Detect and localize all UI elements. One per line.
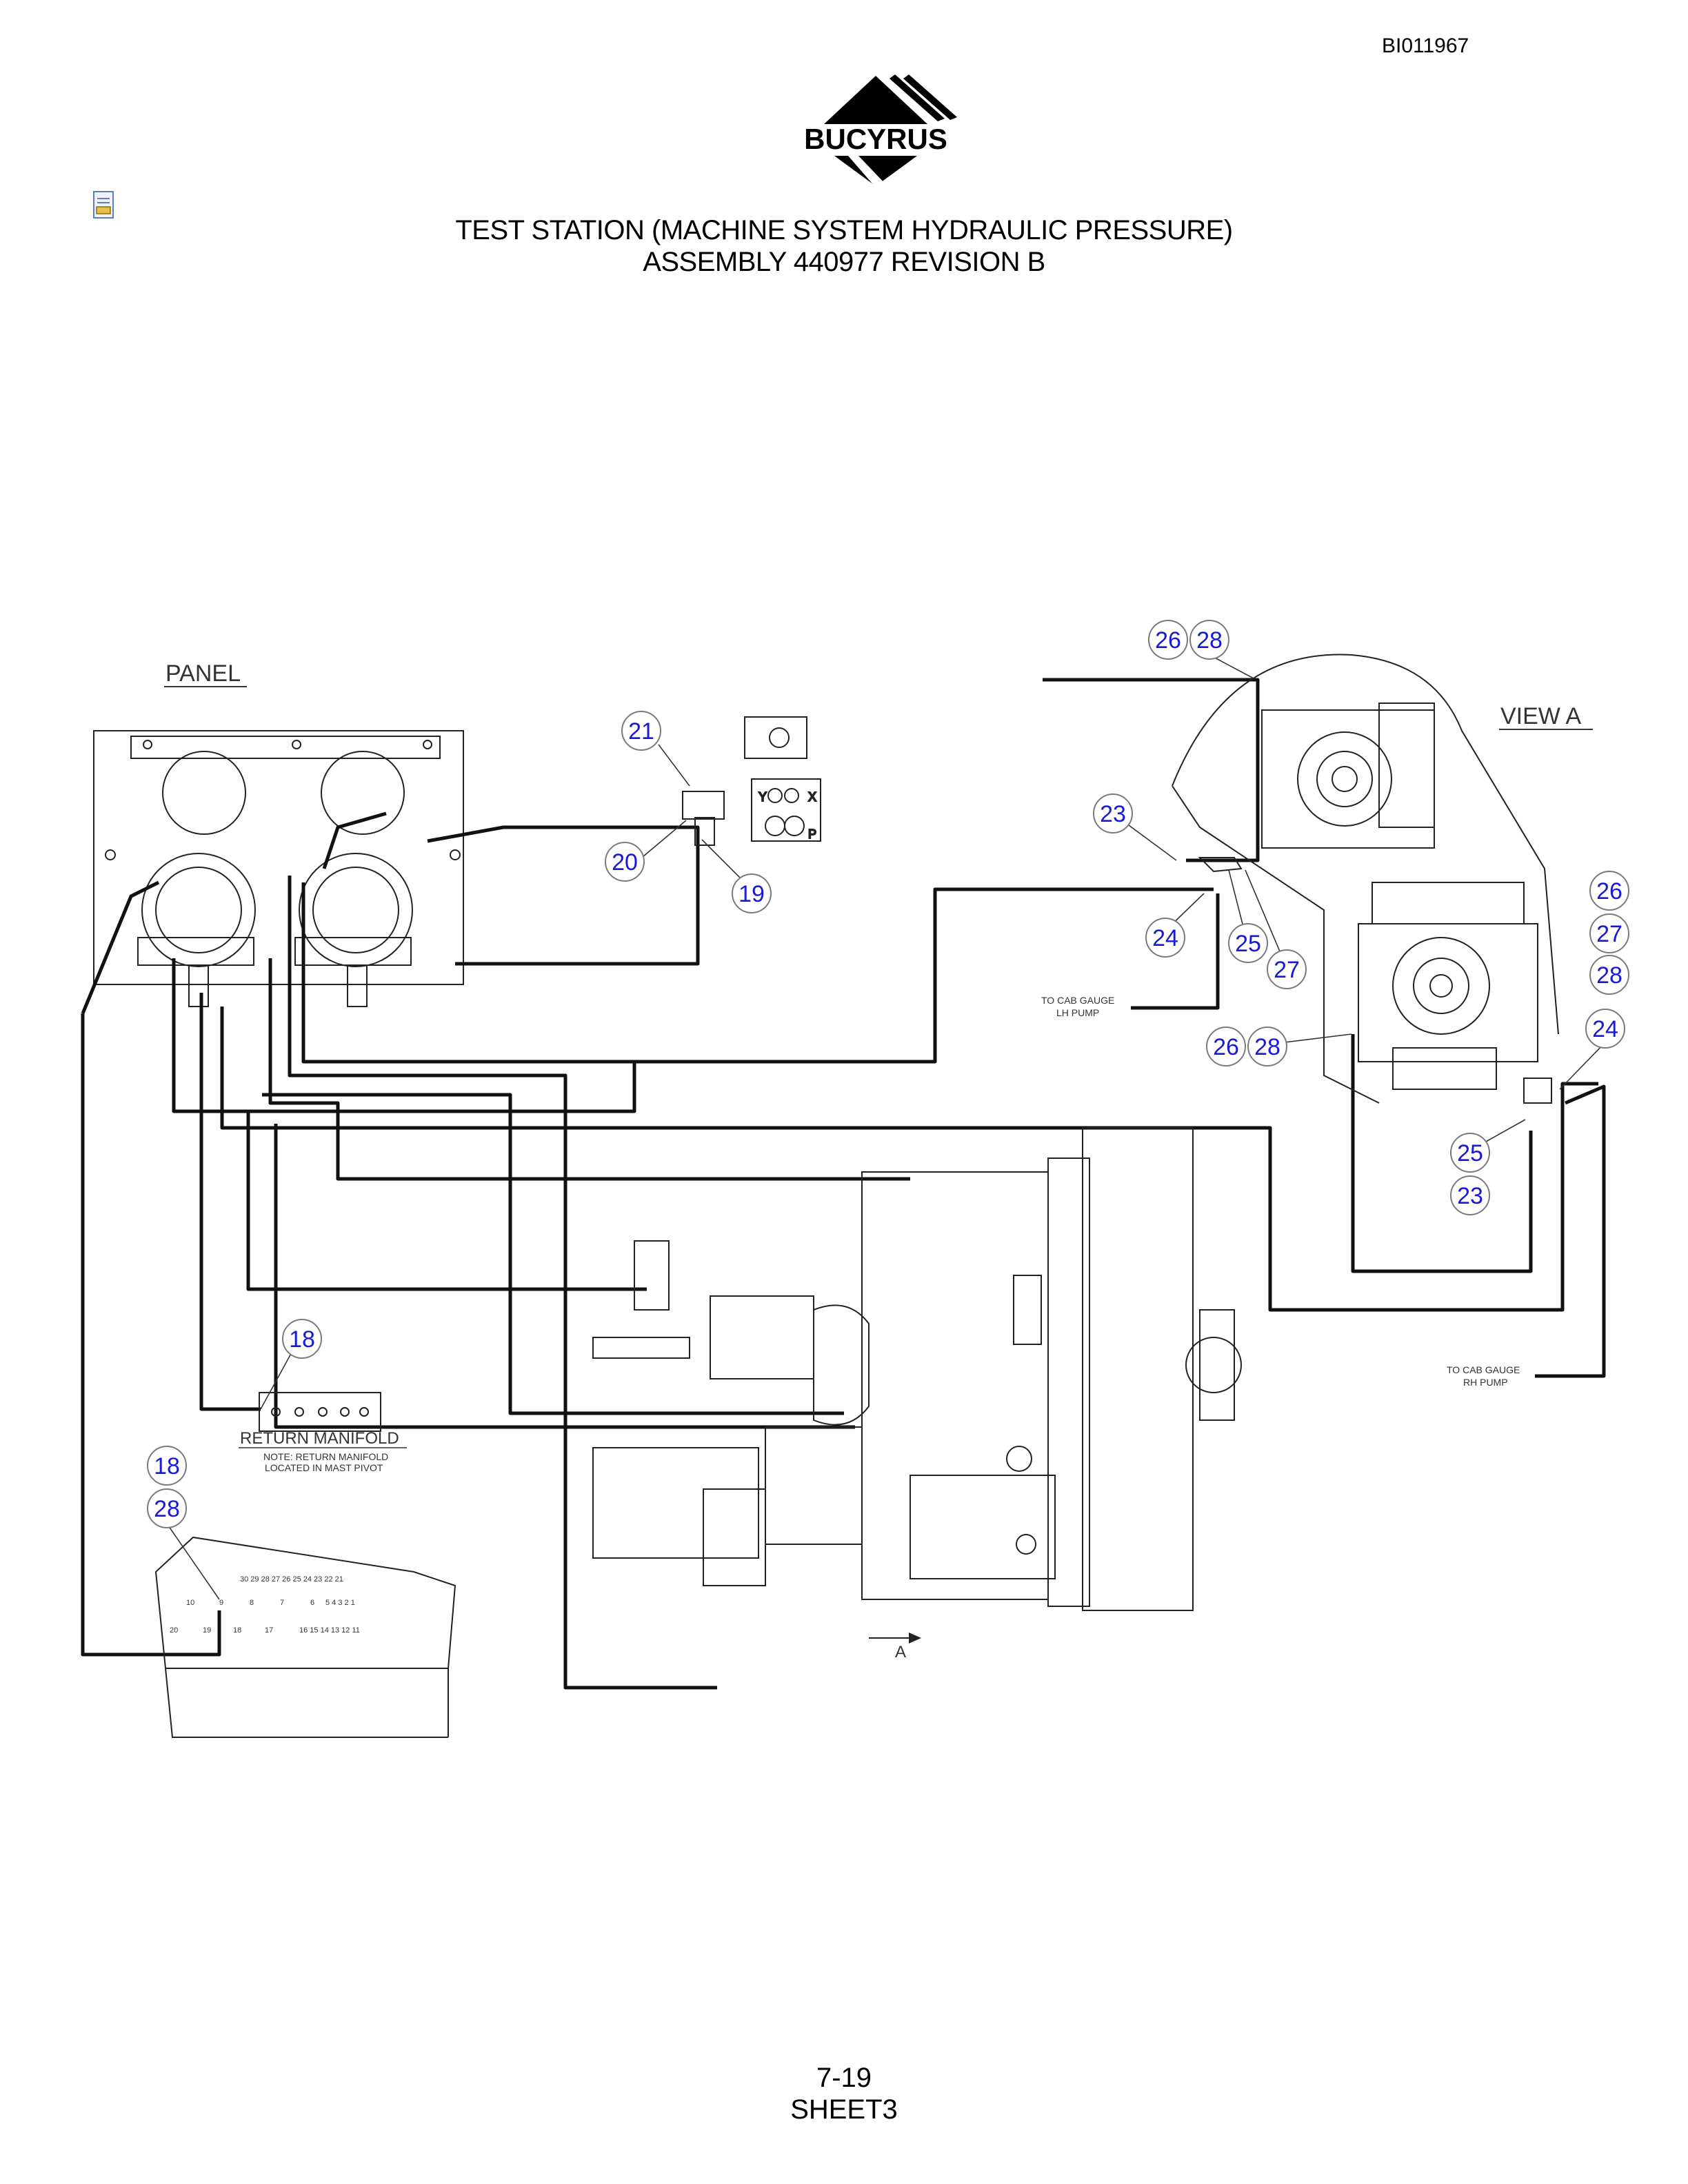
mast-pivot-port-block: [154, 1536, 456, 1738]
callout-18-pivot: 18: [147, 1446, 187, 1486]
page-number: 7-19: [816, 2063, 872, 2093]
svg-text:7: 7: [280, 1599, 284, 1607]
callout-28-pivot: 28: [147, 1488, 187, 1528]
return-manifold-note-2: LOCATED IN MAST PIVOT: [265, 1462, 383, 1473]
sheet-label: SHEET3: [790, 2094, 898, 2125]
svg-text:8: 8: [250, 1599, 254, 1607]
document-attachment-icon[interactable]: [91, 190, 119, 221]
svg-text:20: 20: [170, 1626, 178, 1635]
view-a-arrow-label: A: [895, 1643, 906, 1661]
view-a-label: VIEW A: [1500, 703, 1581, 729]
svg-text:25: 25: [1457, 1140, 1483, 1166]
document-id: BI011967: [1382, 34, 1469, 57]
callout-28-top: 28: [1189, 620, 1229, 660]
svg-text:26: 26: [1596, 878, 1622, 904]
callout-27-top: 27: [1267, 949, 1307, 989]
callout-26-right: 26: [1589, 871, 1629, 911]
svg-text:27: 27: [1274, 957, 1300, 983]
callout-28-right: 28: [1589, 955, 1629, 995]
main-pump-drive: [592, 1127, 1242, 1611]
callout-21: 20: [605, 842, 645, 882]
valve-port-x: X: [808, 790, 816, 804]
svg-text:17: 17: [265, 1626, 273, 1635]
callout-23-bottom: 23: [1450, 1175, 1490, 1215]
svg-text:19: 19: [738, 881, 765, 907]
pump-assembly-view-a: [1172, 654, 1559, 1104]
valve-port-p: P: [808, 827, 816, 841]
svg-text:28: 28: [154, 1496, 180, 1522]
return-manifold-label: RETURN MANIFOLD: [240, 1429, 399, 1448]
callout-26-mid: 26: [1206, 1027, 1246, 1066]
svg-text:16 15 14 13 12 11: 16 15 14 13 12 11: [299, 1626, 360, 1635]
svg-text:19: 19: [203, 1626, 211, 1635]
title-line-1: TEST STATION (MACHINE SYSTEM HYDRAULIC P…: [455, 215, 1233, 245]
svg-text:28: 28: [1196, 627, 1223, 654]
svg-text:24: 24: [1152, 925, 1178, 951]
title-line-2: ASSEMBLY 440977 REVISION B: [643, 247, 1045, 277]
svg-text:9: 9: [219, 1599, 223, 1607]
svg-text:27: 27: [1596, 921, 1622, 947]
callout-26-top: 26: [1148, 620, 1188, 660]
svg-text:28: 28: [1596, 962, 1622, 989]
cab-gauge-rh-line2: RH PUMP: [1463, 1377, 1508, 1388]
hose-lines: [81, 678, 1606, 1690]
callout-24-right: 24: [1585, 1009, 1625, 1049]
port-numbers: 30 29 28 27 26 25 24 23 22 21 10 9 8 7 6 5 4…: [170, 1575, 360, 1635]
svg-text:21: 21: [628, 718, 654, 745]
gauge-valve-block: Y X P: [682, 716, 821, 846]
bucyrus-logo: BUCYRUS: [786, 74, 965, 188]
callout-24-top: 24: [1145, 918, 1185, 958]
svg-text:24: 24: [1592, 1016, 1618, 1042]
callout-25-top: 25: [1228, 923, 1268, 963]
callout-27-right: 27: [1589, 913, 1629, 953]
cab-gauge-rh-line1: TO CAB GAUGE: [1447, 1364, 1520, 1375]
svg-text:25: 25: [1235, 931, 1261, 957]
panel-label: PANEL: [165, 660, 241, 687]
return-manifold-note-1: NOTE: RETURN MANIFOLD: [263, 1451, 388, 1462]
callout-28-mid: 28: [1247, 1027, 1287, 1066]
svg-text:18: 18: [233, 1626, 241, 1635]
svg-text:30 29 28 27 26 25 24 23 22 21: 30 29 28 27 26 25 24 23 22 21: [240, 1575, 343, 1584]
svg-text:26: 26: [1213, 1034, 1239, 1060]
logo-wordmark: BUCYRUS: [804, 123, 947, 155]
cab-gauge-lh-line2: LH PUMP: [1056, 1007, 1099, 1018]
callout-20: 21: [621, 711, 661, 751]
svg-text:18: 18: [289, 1326, 315, 1353]
svg-text:23: 23: [1100, 801, 1126, 827]
svg-text:28: 28: [1254, 1034, 1280, 1060]
svg-text:23: 23: [1457, 1183, 1483, 1209]
svg-text:26: 26: [1155, 627, 1181, 654]
callout-23-top: 23: [1093, 793, 1133, 833]
svg-text:18: 18: [154, 1453, 180, 1479]
valve-port-y: Y: [758, 790, 767, 804]
callout-19: 19: [732, 873, 772, 913]
test-panel: [93, 730, 464, 1007]
cab-gauge-lh-line1: TO CAB GAUGE: [1041, 995, 1114, 1006]
return-manifold: [259, 1392, 381, 1432]
svg-text:6: 6: [310, 1599, 314, 1607]
callout-18-manifold: 18: [282, 1319, 322, 1359]
svg-text:10: 10: [186, 1599, 194, 1607]
svg-text:5 4 3 2 1: 5 4 3 2 1: [325, 1599, 355, 1607]
callout-25-bottom: 25: [1450, 1133, 1490, 1173]
svg-text:20: 20: [612, 849, 638, 876]
